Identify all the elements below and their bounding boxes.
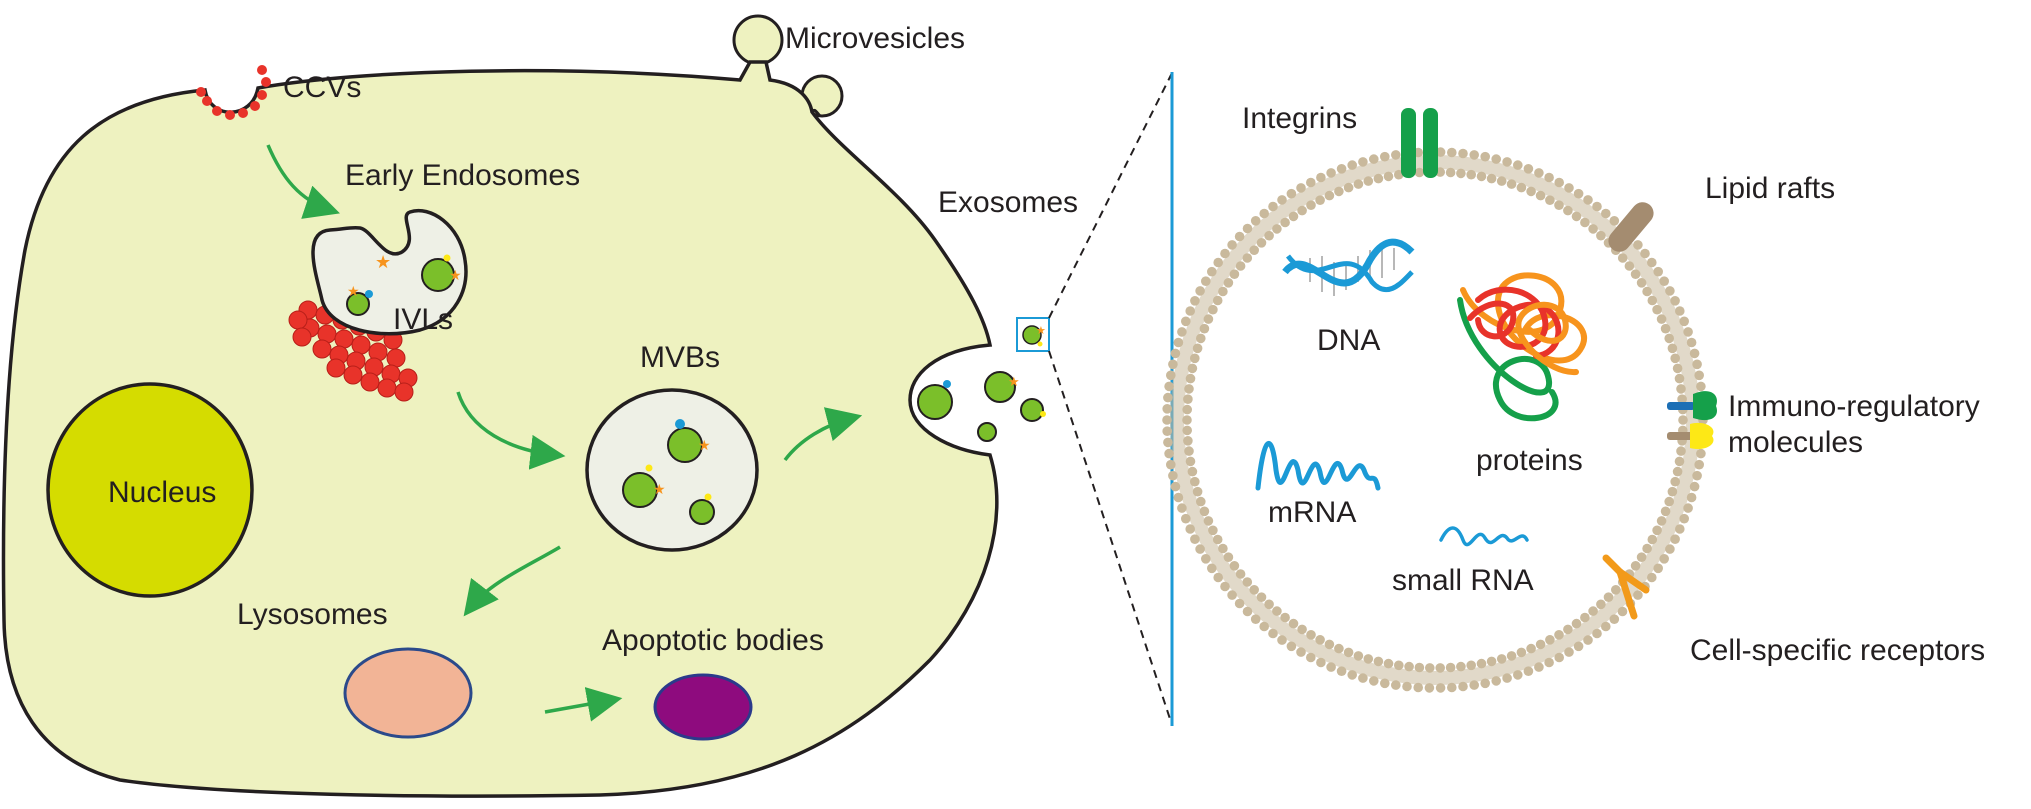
pathway-arrows xyxy=(266,144,863,722)
immuno-molecule-icon xyxy=(1667,391,1718,450)
released-exosomes: ★ xyxy=(917,371,1046,442)
label-immuno-line2: molecules xyxy=(1728,426,1863,459)
arrow-ccv-to-endosome xyxy=(266,144,340,219)
label-small-rna: small RNA xyxy=(1392,564,1534,597)
label-early-endosomes: Early Endosomes xyxy=(345,159,580,192)
apoptotic-body xyxy=(653,673,753,741)
ivl-vesicle xyxy=(421,258,455,292)
star-marker: ★ xyxy=(698,437,711,453)
label-microvesicles: Microvesicles xyxy=(785,22,965,55)
labels: CCVs Microvesicles Early Endosomes IVLs … xyxy=(108,22,1985,667)
protein-tangle-icon xyxy=(1457,272,1587,422)
svg-text:★: ★ xyxy=(1008,374,1020,389)
mvb-vesicle xyxy=(689,499,715,525)
label-ivls: IVLs xyxy=(393,303,453,336)
receptor-icon xyxy=(1602,554,1650,620)
clathrin-cluster xyxy=(288,300,418,402)
arrow-mvb-to-exosomes xyxy=(783,407,863,462)
mvb-body xyxy=(585,388,759,552)
label-integrins: Integrins xyxy=(1242,102,1357,135)
label-lysosomes: Lysosomes xyxy=(237,598,388,631)
label-immuno-line1: Immuno-regulatory xyxy=(1728,390,1980,423)
arrow-lysosome-to-apoptotic xyxy=(544,687,623,722)
mrna-wave-icon xyxy=(1255,440,1381,491)
label-lipid-rafts: Lipid rafts xyxy=(1705,172,1835,205)
marker-dot xyxy=(645,464,653,472)
zoom-line-bottom xyxy=(1048,350,1173,726)
exosome-zoom-panel xyxy=(1162,71,2030,727)
label-ccvs: CCVs xyxy=(283,71,361,104)
early-endosome: ★ ★ ★ xyxy=(288,208,468,402)
microvesicle-stem xyxy=(810,108,822,118)
mvb-vesicle xyxy=(622,472,658,508)
dna-helix-icon xyxy=(1282,238,1415,296)
microvesicle-bud-top xyxy=(732,14,784,66)
marker-dot xyxy=(443,254,451,262)
zoom-source-box xyxy=(1016,317,1050,352)
marker-dot xyxy=(704,493,712,501)
label-proteins: proteins xyxy=(1476,444,1583,477)
label-exosomes: Exosomes xyxy=(938,186,1078,219)
cell-membrane xyxy=(1,60,999,798)
mvb: ★ ★ xyxy=(585,388,759,552)
lipid-raft-icon xyxy=(1608,202,1654,252)
star-marker: ★ xyxy=(449,267,462,283)
cell: ★ ★ ★ ★ ★ ★ xyxy=(1,14,1050,798)
arrow-mvb-to-lysosome xyxy=(463,545,561,617)
ivl-vesicle xyxy=(346,292,370,316)
star-marker: ★ xyxy=(1036,325,1046,337)
arrow-endosome-to-mvb xyxy=(456,391,566,470)
label-mrna: mRNA xyxy=(1268,496,1356,529)
small-rna-wave-icon xyxy=(1439,526,1529,547)
star-marker: ★ xyxy=(347,283,360,299)
marker-dot xyxy=(365,290,373,298)
mvb-vesicle xyxy=(667,427,703,463)
star-marker: ★ xyxy=(653,481,666,497)
label-nucleus: Nucleus xyxy=(108,476,216,509)
zoom-line-top xyxy=(1048,72,1173,319)
label-dna: DNA xyxy=(1317,324,1380,357)
marker-dot xyxy=(1037,341,1043,347)
zoom-source-exosome xyxy=(1022,325,1042,345)
label-apoptotic-bodies: Apoptotic bodies xyxy=(602,624,824,657)
integrin-icon xyxy=(1401,108,1438,178)
ccv-clathrin-coat xyxy=(196,65,271,120)
label-cell-specific-receptors: Cell-specific receptors xyxy=(1690,634,1985,667)
lysosome xyxy=(343,647,473,739)
label-mvbs: MVBs xyxy=(640,341,720,374)
nucleus xyxy=(46,382,254,598)
star-marker: ★ xyxy=(375,252,391,272)
marker-dot xyxy=(675,419,685,429)
